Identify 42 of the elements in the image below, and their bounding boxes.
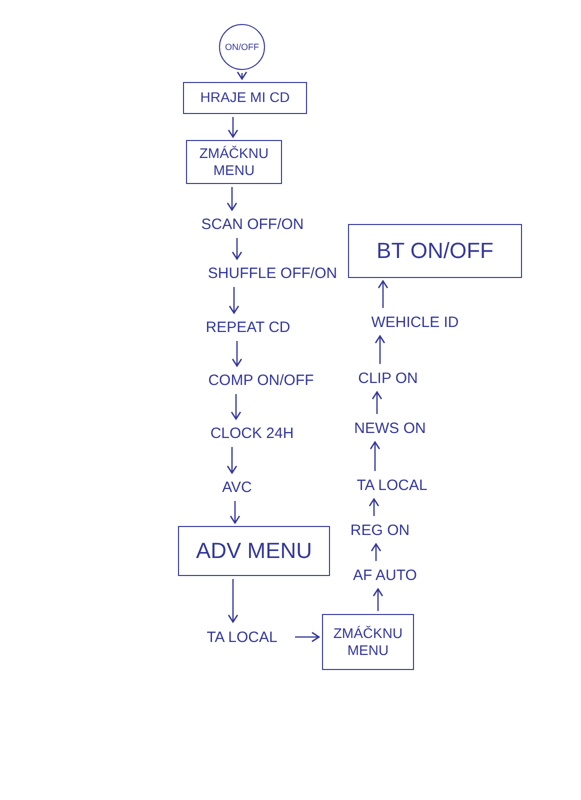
arrow <box>370 543 382 561</box>
arrow <box>368 498 380 516</box>
step-text: AF AUTO <box>350 564 420 586</box>
arrow <box>230 394 242 420</box>
step-text: SHUFFLE OFF/ON <box>200 262 345 284</box>
arrow <box>232 238 242 260</box>
box-text: ADV MENU <box>196 537 312 565</box>
box-text: BT ON/OFF <box>376 237 494 265</box>
box-text: ZMÁČKNU MENU <box>332 624 404 660</box>
process-box <box>348 224 522 278</box>
step-text: REG ON <box>347 519 413 541</box>
step-text: CLOCK 24H <box>203 422 301 444</box>
step-text: CLIP ON <box>349 367 427 389</box>
process-box <box>186 140 282 184</box>
arrow <box>226 447 238 474</box>
process-box <box>322 614 414 670</box>
arrow <box>232 341 242 367</box>
step-text: REPEAT CD <box>203 316 293 338</box>
box-text: HRAJE MI CD <box>200 89 290 107</box>
step-text: COMP ON/OFF <box>205 369 317 391</box>
step-text: SCAN OFF/ON <box>190 213 315 235</box>
arrow <box>228 287 240 314</box>
arrow <box>230 501 240 524</box>
arrow <box>295 632 320 642</box>
process-box <box>183 82 307 114</box>
arrow <box>228 117 238 138</box>
arrow <box>228 579 238 623</box>
arrow <box>378 280 388 308</box>
arrow <box>372 588 384 611</box>
step-text: TA LOCAL <box>192 625 292 649</box>
arrow <box>374 335 386 364</box>
process-box <box>178 526 330 576</box>
arrow <box>372 391 382 414</box>
step-text: TA LOCAL <box>347 474 437 496</box>
step-text: NEWS ON <box>347 417 433 439</box>
arrow <box>226 187 238 211</box>
step-text: WEHICLE ID <box>355 311 475 333</box>
box-text: ZMÁČKNU MENU <box>198 144 270 180</box>
arrow <box>236 71 248 80</box>
arrow <box>370 441 380 471</box>
box-text: ON/OFF <box>225 42 259 52</box>
step-text: AVC <box>217 476 257 498</box>
